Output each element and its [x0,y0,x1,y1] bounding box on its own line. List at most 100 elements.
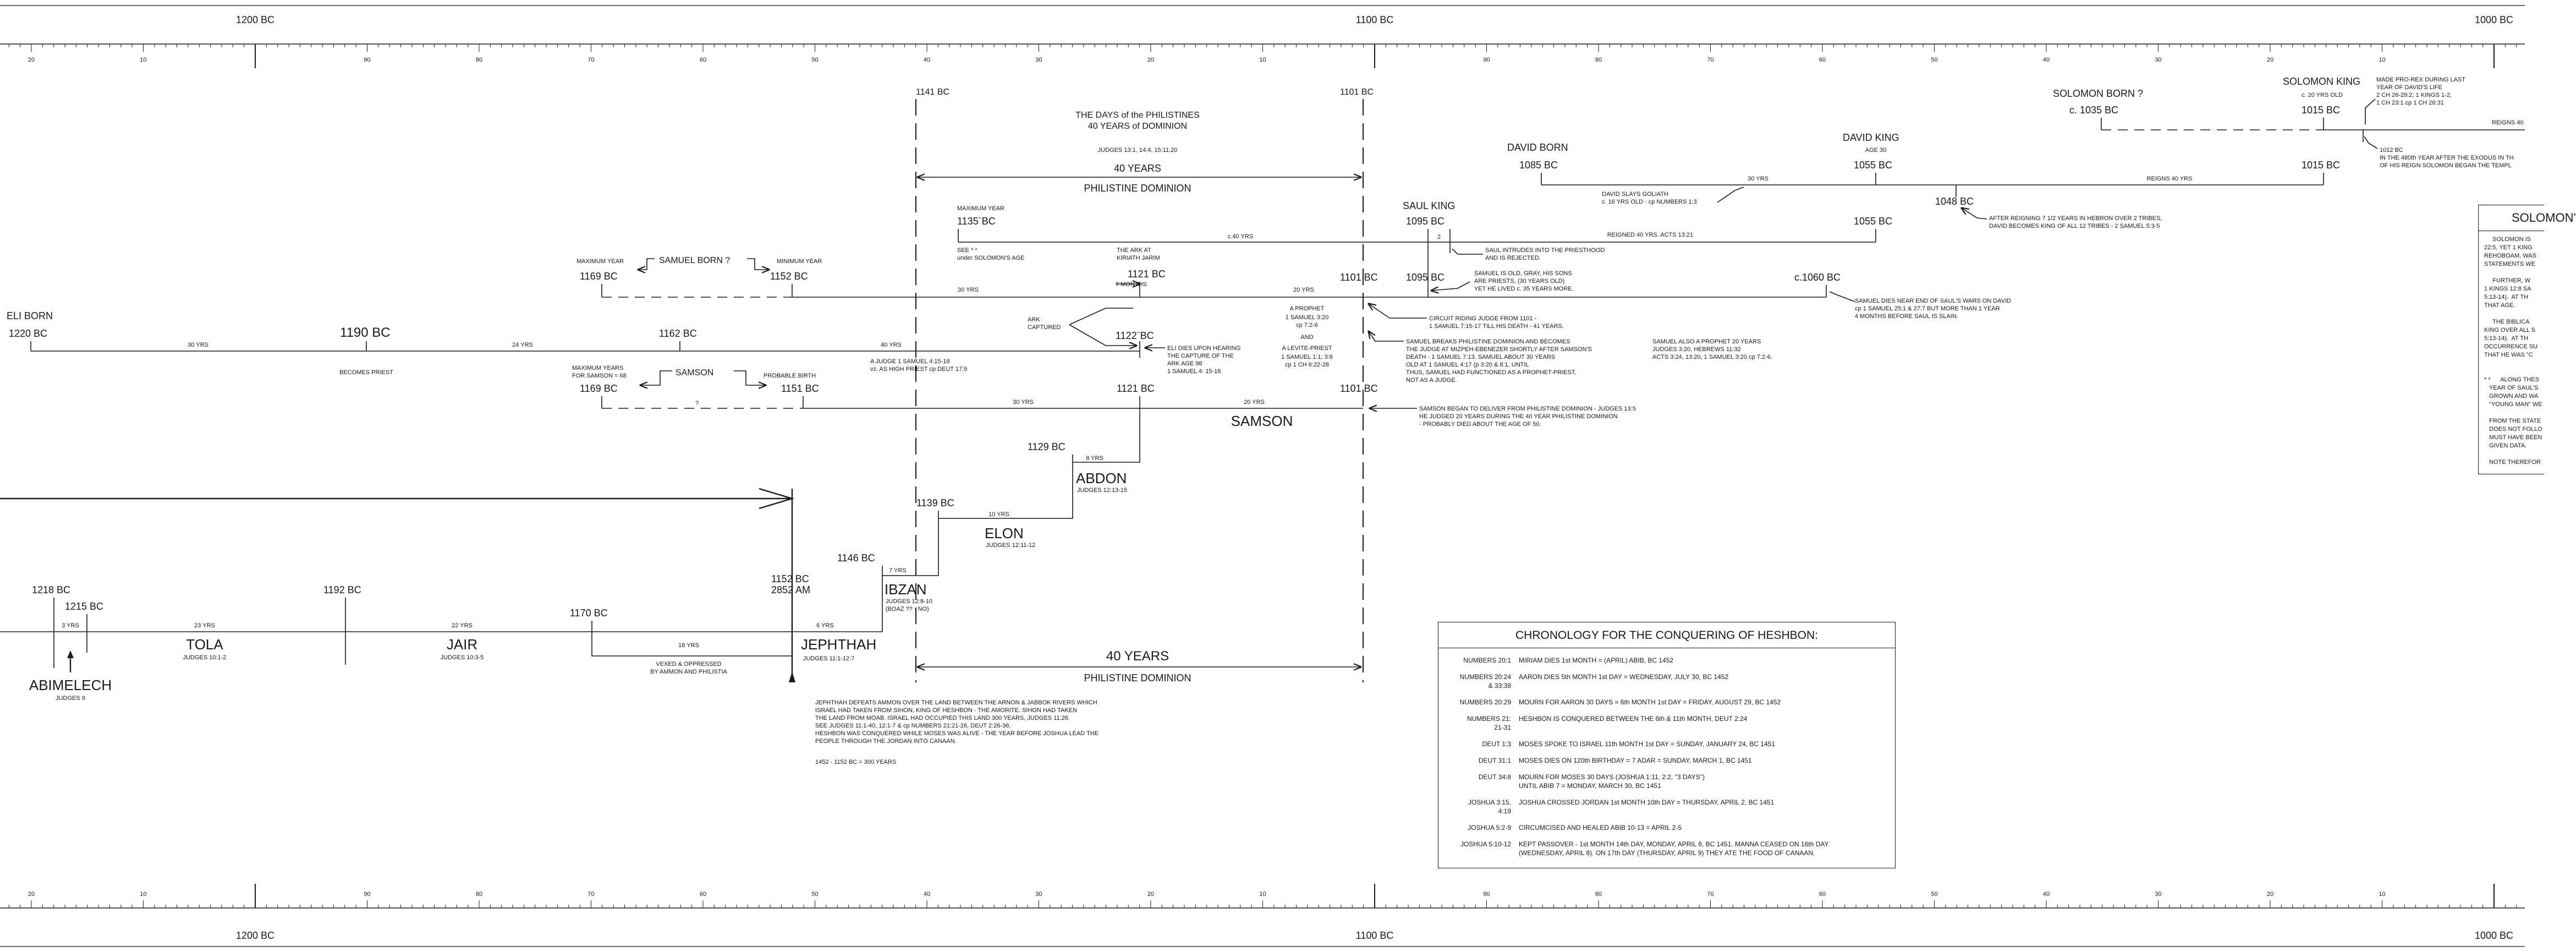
prophet-1: A PROPHET [1290,305,1325,312]
bottom-decade-label: 10 [140,891,146,898]
judge-ref: A JUDGE 1 SAMUEL 4:15-18 [870,358,950,365]
max-year-s: MAXIMUM YEAR [576,258,624,265]
year-1101-b: 1101 BC [1340,383,1378,394]
eli-dies-1: ELI DIES UPON HEARING [1167,345,1240,352]
twentytwo-yrs: 22 YRS [452,622,473,629]
heshbon-row-text: JOSHUA CROSSED JORDAN 1st MONTH 10th DAY… [1519,798,1775,806]
top-decade-label: 10 [2379,57,2385,63]
breaks-arrow [1369,331,1404,342]
max-samson-2: FOR SAMSON = 68 [572,373,627,379]
ark-arrow-up [1069,308,1133,325]
thirty-yrs-b: 30 YRS [1013,399,1034,406]
year-1169-a: 1169 BC [580,271,618,282]
prophet-4: AND [1300,334,1313,341]
jeph-note-3: THE LAND FROM MOAB. ISRAEL HAD OCCUPIED … [815,715,1070,721]
year-1192: 1192 BC [323,584,361,595]
heshbon-row-ref: DEUT 31:1 [1478,757,1511,764]
bottom-century-label: 1200 BC [236,930,274,941]
samuel-arrow-left [638,258,655,270]
elon-ref: JUDGES 12:11-12 [986,542,1035,549]
top-decade-label: 50 [811,57,818,63]
abimelech-arrow [67,650,74,658]
eli-born: ELI BORN [7,310,53,321]
reigned-40: REIGNED 40 YRS. ACTS 13:21 [1607,232,1693,238]
solomon-note-box: SOLOMON' SOLOMON IS 22:5, YET 1 KING REH… [2478,205,2576,474]
heshbon-row-ref: NUMBERS 21: 21-31 [1466,715,1511,731]
thirty-yrs-eli: 30 YRS [188,342,208,348]
hebron-1: AFTER REIGNING 7 1/2 YEARS IN HEBRON OVE… [1989,215,2162,222]
question-mark: ? [695,400,699,407]
year480-2: OF HIS REIGN SOLOMON BEGAN THE TEMPL [2380,162,2512,169]
reigns-40: REIGNS 40 YRS [2147,176,2193,182]
eli-dies-2: THE CAPTURE OF THE [1167,353,1234,359]
thirty-yrs-a: 30 YRS [958,287,979,293]
judges-staircase [792,408,1140,632]
eight-yrs: 8 YRS [1086,455,1103,462]
heshbon-row-text: MOURN FOR AARON 30 DAYS = 6th MONTH 1st … [1519,698,1781,706]
year-1101-top: 1101 BC [1340,87,1374,97]
ark-kiriath-2: KIRIATH JARIM [1117,255,1160,261]
top-decade-label: 20 [28,57,35,63]
abdon-ref: JUDGES 12:13-15 [1077,487,1127,494]
forty-yrs-eli: 40 YRS [881,342,902,348]
year-1048: 1048 BC [1935,196,1974,207]
breaks-2: THE JUDGE AT MIZPEH-EBENEZER SHORTLY AFT… [1406,346,1592,353]
twenty-yrs-b: 20 YRS [1244,399,1265,406]
year-1085: 1085 BC [1519,160,1558,171]
ark-captured-1: ARK [1028,316,1040,323]
top-decade-label: 30 [1035,57,1042,63]
vexed-2: BY AMMON AND PHILISTIA [650,669,727,675]
year-1095-a: 1095 BC [1406,216,1444,227]
philistine-dominion-bottom: PHILISTINE DOMINION [1084,672,1191,683]
bottom-decade-label: 30 [1035,891,1042,898]
top-decade-label: 50 [1931,57,1937,63]
top-decade-label: 90 [364,57,370,63]
bottom-decade-label: 70 [587,891,594,898]
ten-yrs: 10 YRS [988,511,1009,518]
bottom-decade-label: 20 [1147,891,1154,898]
bottom-decade-label: 70 [1707,891,1713,898]
year-1015-b: 1015 BC [2302,160,2340,171]
ibzan-ref-1: JUDGES 12:8-10 [886,598,932,605]
top-decade-label: 80 [476,57,482,63]
samuel-dies-3: 4 MONTHS BEFORE SAUL IS SLAIN. [1855,313,1958,320]
david-born: DAVID BORN [1507,142,1568,153]
bottom-decade-label: 50 [1931,891,1937,898]
philistine-days-title: 1141 BC [916,87,949,97]
heshbon-row-text: CIRCUMCISED AND HEALED ABIB 10-13 = APRI… [1519,824,1682,831]
goliath-arrow [1717,187,1744,203]
year-1151: 1151 BC [781,383,819,394]
david-king: DAVID KING [1843,132,1899,143]
bottom-decade-label: 60 [1819,891,1826,898]
breaks-5: THUS, SAMUEL HAD FUNCTIONED AS A PROPHET… [1406,369,1576,376]
bottom-century-label: 1000 BC [2475,930,2513,941]
forty-years-top: 40 YEARS [1114,163,1161,174]
top-decade-label: 70 [1707,57,1713,63]
seven-yrs: 7 YRS [889,567,907,574]
am-2852: 2852 AM [771,584,810,595]
jeph-note-1: JEPHTHAH DEFEATS AMMON OVER THE LAND BET… [815,699,1097,706]
samuel-dies-2: cp 1 SAMUEL 25:1 & 27:7 BUT MORE THAN 1 … [1855,305,2000,312]
ark-kiriath-1: THE ARK AT [1117,247,1151,254]
top-decade-label: 70 [587,57,594,63]
jeph-note-7: 1452 - 1152 BC = 300 YEARS [815,759,896,765]
ark-captured-2: CAPTURED [1028,324,1061,331]
prorex-2: YEAR OF DAVID'S LIFE [2376,84,2442,91]
samuel-dies-1: SAMUEL DIES NEAR END OF SAUL'S WARS ON D… [1855,298,2011,304]
breaks-6: NOT AS A JUDGE. [1406,377,1457,384]
year-1190: 1190 BC [340,325,391,340]
bottom-decade-label: 20 [2267,891,2273,898]
top-decade-label: 40 [2043,57,2050,63]
ibzan-ref-2: (BOAZ ?? - NO) [886,606,929,612]
top-decade-label: 10 [140,57,146,63]
jephthah-ref: JUDGES 11:1-12:7 [803,655,854,662]
reigns-40-sol: REIGNS 40 [2492,119,2523,126]
breaks-1: SAMUEL BREAKS PHILISTINE DOMINION AND BE… [1406,338,1570,345]
